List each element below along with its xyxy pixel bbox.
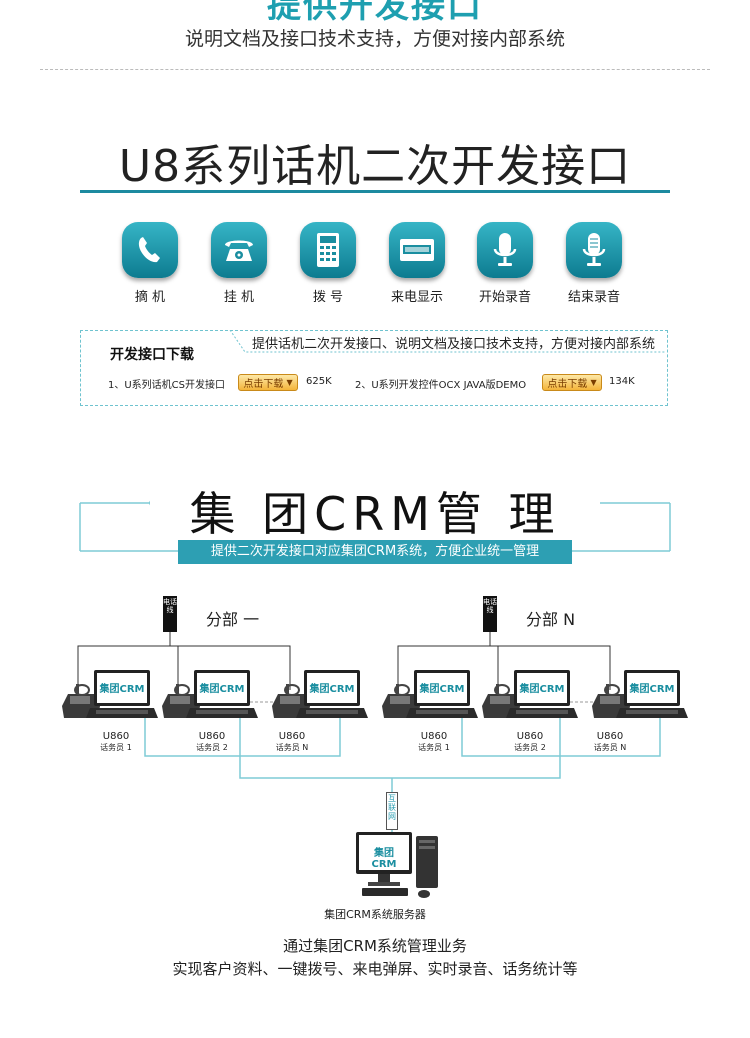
feature-label: 挂 机 [223,290,255,305]
crm-server: 集团CRM [348,830,448,904]
microphone-off-icon [566,222,622,278]
network-wiring [77,630,661,845]
workstation: 集团CRM [60,668,160,728]
laptop-screen-logo: 集团CRM [519,684,565,695]
download-size: 625K [306,376,332,387]
download-button-label: 点击下载 [547,379,588,390]
server-label: 集团CRM系统服务器 [324,908,426,921]
download-button-2[interactable]: 点击下载 ▼ [542,374,602,391]
keypad-icon [300,222,356,278]
feature-hangup: 挂 机 [209,222,269,305]
branch-label: 分部 N [526,610,576,629]
phone-line-cable: 电话线 [163,596,177,632]
download-box [80,330,668,406]
phone-line-cable: 电话线 [483,596,497,632]
laptop-screen-logo: 集团CRM [99,684,145,695]
page-subtitle: 说明文档及接口技术支持，方便对接内部系统 [184,28,565,50]
branch-label: 分部 一 [206,610,260,629]
feature-label: 拨 号 [312,290,344,305]
workstation: 集团CRM [160,668,260,728]
download-size: 134K [609,376,635,387]
download-title: 开发接口下载 [110,347,194,363]
divider [40,69,710,70]
server-screen-logo: 集团CRM [371,848,397,870]
summary-line-2: 实现客户资料、一键拨号、来电弹屏、实时录音、话务统计等 [172,960,578,978]
feature-dial: 拨 号 [298,222,358,305]
download-description: 提供话机二次开发接口、说明文档及接口技术支持，方便对接内部系统 [252,337,656,352]
workstation: 集团CRM [590,668,690,728]
dev-section-underline [80,190,670,193]
feature-offhook: 摘 机 [120,222,180,305]
laptop-screen-logo: 集团CRM [419,684,465,695]
download-button-label: 点击下载 [243,379,284,390]
download-item-label: 2、U系列开发控件OCX JAVA版DEMO [355,380,527,391]
workstation: 集团CRM [270,668,370,728]
feature-callerid: 来电显示 [387,222,447,305]
laptop-screen-logo: 集团CRM [309,684,355,695]
crm-banner: 提供二次开发接口对应集团CRM系统，方便企业统一管理 [178,540,572,564]
laptop-screen-logo: 集团CRM [629,684,675,695]
laptop-screen-logo: 集团CRM [199,684,245,695]
microphone-icon [477,222,533,278]
feature-record-start: 开始录音 [475,222,535,305]
download-item-label: 1、U系列话机CS开发接口 [108,380,226,391]
download-arrow-icon: ▼ [590,378,597,387]
download-box-tab-line [229,330,666,353]
internet-node: 互联网 [386,792,398,830]
download-arrow-icon: ▼ [286,378,293,387]
page-title: 提供开发接口 [267,0,483,26]
feature-label: 来电显示 [390,290,443,305]
caller-id-icon [389,222,445,278]
rotary-phone-icon [211,222,267,278]
feature-label: 摘 机 [134,290,166,305]
workstation: 集团CRM [380,668,480,728]
feature-record-stop: 结束录音 [564,222,624,305]
feature-label: 结束录音 [567,290,620,305]
crm-section-title: 集 团CRM管 理 [150,478,600,544]
feature-label: 开始录音 [478,290,531,305]
handset-icon [122,222,178,278]
download-button-1[interactable]: 点击下载 ▼ [238,374,298,391]
summary-line-1: 通过集团CRM系统管理业务 [283,937,467,955]
dev-section-title: U8系列话机二次开发接口 [118,141,632,192]
workstation: 集团CRM [480,668,580,728]
